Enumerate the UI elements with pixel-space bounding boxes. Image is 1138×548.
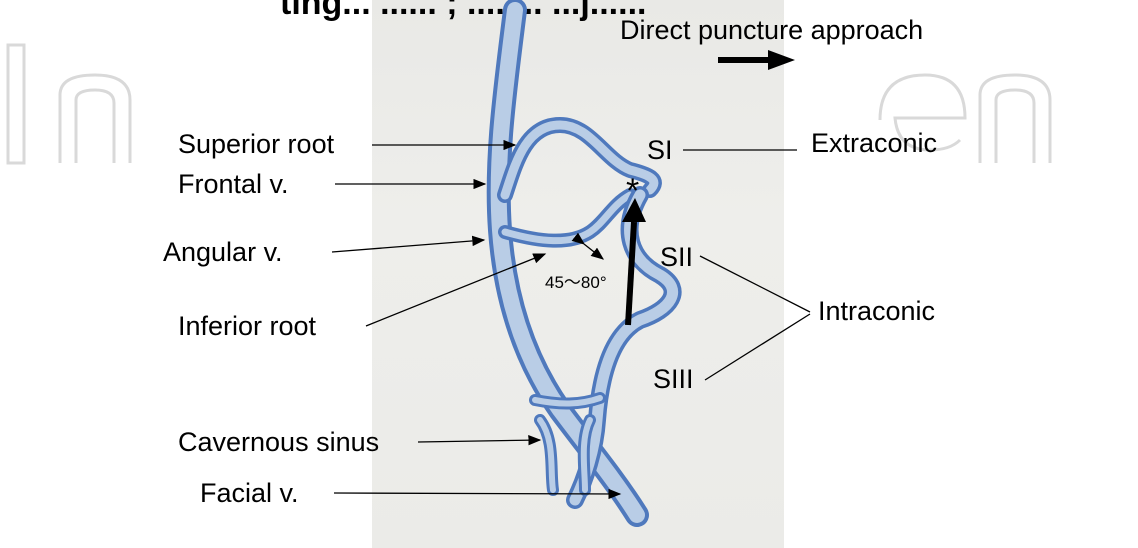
intraconic-label: Intraconic xyxy=(818,298,935,325)
main-vein xyxy=(499,10,637,515)
cavernous-sinus-label: Cavernous sinus xyxy=(178,429,379,456)
angular-v-leader xyxy=(332,240,484,252)
superior-root-label: Superior root xyxy=(178,131,334,158)
extraconic-label: Extraconic xyxy=(811,130,937,157)
intraconic-leader-siii xyxy=(705,314,810,380)
angle-indicator xyxy=(584,244,603,259)
approach-label: Direct puncture approach xyxy=(620,17,923,44)
inferior-root-label: Inferior root xyxy=(178,313,316,340)
intraconic-leader-sii xyxy=(700,256,810,312)
angular-v-label: Angular v. xyxy=(163,239,283,266)
cavernous-sinus-leader xyxy=(418,440,540,442)
angle-label: 45〜80° xyxy=(545,274,607,291)
si-label: SI xyxy=(647,137,673,164)
inferior-root-vein xyxy=(505,195,630,241)
siii-label: SIII xyxy=(653,366,694,393)
sii-label: SII xyxy=(660,244,693,271)
frontal-v-label: Frontal v. xyxy=(178,171,289,198)
facial-v-label: Facial v. xyxy=(200,480,299,507)
puncture-site-asterisk: * xyxy=(626,174,639,208)
approach-legend-arrow xyxy=(718,50,795,70)
